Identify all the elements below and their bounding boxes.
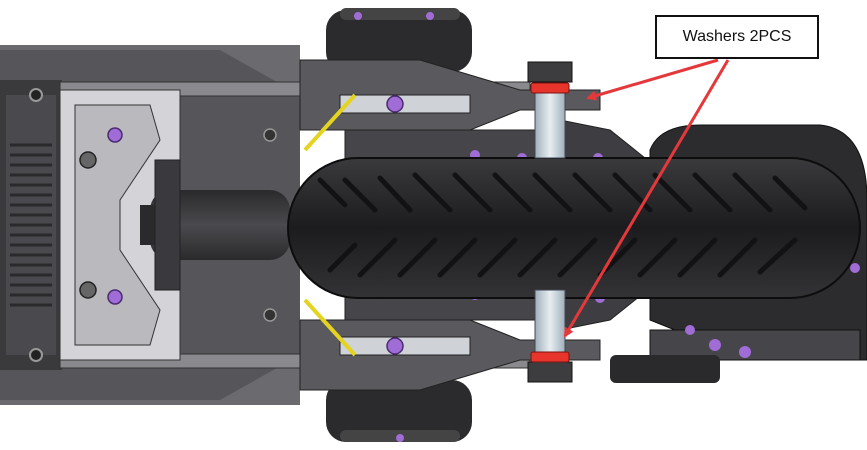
washers-callout-label: Washers 2PCS <box>655 15 819 59</box>
upper-wheel <box>326 8 472 72</box>
lower-wheel <box>326 380 472 442</box>
upper-axle <box>527 61 573 159</box>
tire-tread <box>317 172 808 278</box>
tire <box>287 157 861 299</box>
steering-shaft <box>140 159 290 291</box>
callout-arrow-bottom <box>563 59 730 338</box>
deck-grip-lines <box>10 143 52 307</box>
callout-arrow-top <box>586 58 719 101</box>
washer-bottom <box>530 351 570 363</box>
washer-top <box>530 82 570 94</box>
